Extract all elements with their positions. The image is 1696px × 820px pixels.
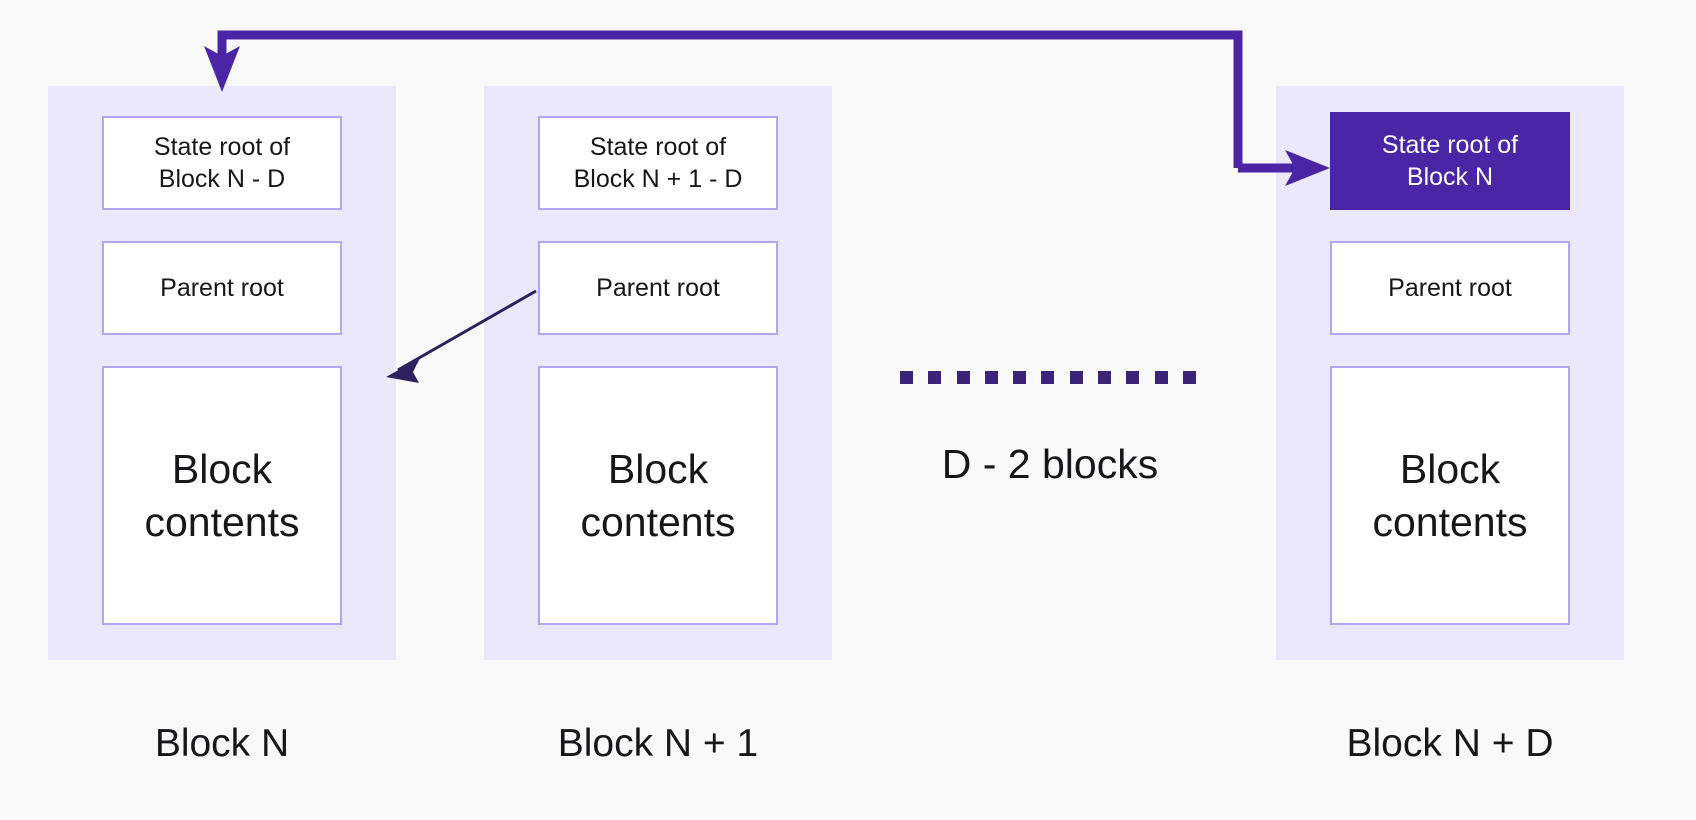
ellipsis-dot (900, 371, 913, 384)
state-root-box-block-n[interactable]: State root of Block N - D (102, 116, 342, 210)
block-contents-box-block-n-plus-1[interactable]: Block contents (538, 366, 778, 625)
state-root-box-block-n-plus-d[interactable]: State root of Block N (1330, 112, 1570, 210)
ellipsis-dot (1069, 371, 1083, 384)
ellipsis-dot (928, 371, 942, 384)
ellipsis-dot (984, 371, 998, 384)
state-root-box-block-n-plus-1[interactable]: State root of Block N + 1 - D (538, 116, 778, 210)
ellipsis-dot (1013, 371, 1027, 384)
ellipsis-dots (900, 371, 1196, 384)
block-contents-box-block-n[interactable]: Block contents (102, 366, 342, 625)
ellipsis-dot (956, 371, 970, 384)
block-caption-block-n-plus-d: Block N + D (1346, 722, 1554, 765)
ellipsis-dot (1154, 371, 1168, 384)
gap-label: D - 2 blocks (941, 441, 1159, 487)
parent-root-box-block-n[interactable]: Parent root (102, 241, 342, 335)
ellipsis-dot (1126, 371, 1140, 384)
ellipsis-dot (1182, 371, 1196, 384)
parent-root-box-block-n-plus-d[interactable]: Parent root (1330, 241, 1570, 335)
parent-root-box-block-n-plus-1[interactable]: Parent root (538, 241, 778, 335)
ellipsis-dot (1098, 371, 1112, 384)
block-contents-box-block-n-plus-d[interactable]: Block contents (1330, 366, 1570, 625)
block-caption-block-n-plus-1: Block N + 1 (557, 722, 759, 765)
ellipsis-dot (1041, 371, 1055, 384)
block-caption-block-n: Block N (154, 722, 290, 765)
